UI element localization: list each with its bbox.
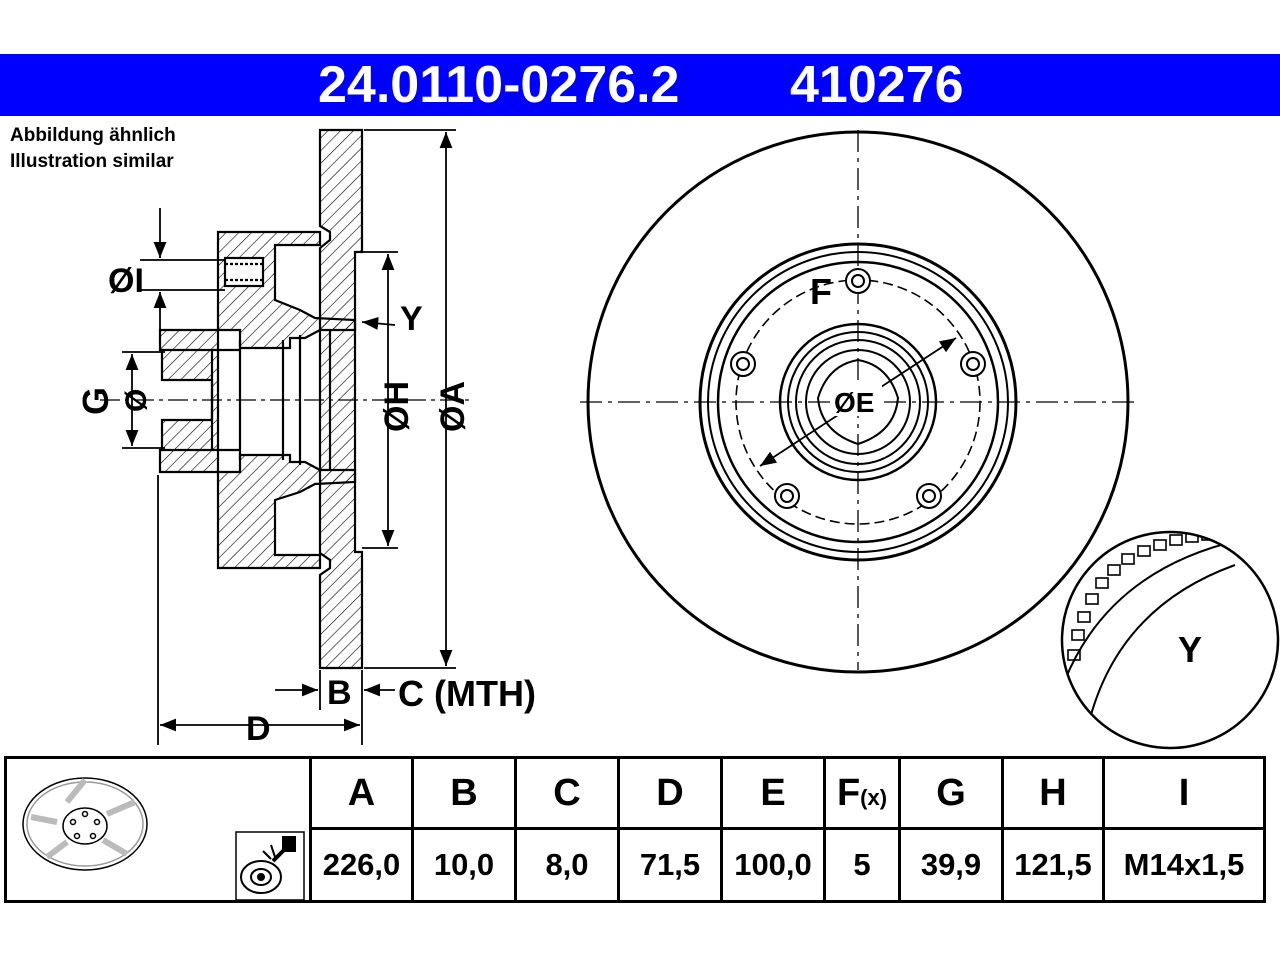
value-h: 121,5 (1001, 827, 1105, 903)
header-g: G (898, 756, 1004, 830)
value-c: 8,0 (514, 827, 620, 903)
thumbnail-cell (4, 756, 312, 903)
label-f: F (810, 271, 832, 312)
header-i: I (1102, 756, 1266, 830)
illustration-note-en: Illustration similar (10, 151, 174, 172)
value-d: 71,5 (617, 827, 723, 903)
label-g-dia: Ø (120, 389, 153, 412)
section-view (100, 128, 470, 670)
value-e: 100,0 (720, 827, 826, 903)
value-b: 10,0 (411, 827, 517, 903)
value-i: M14x1,5 (1102, 827, 1266, 903)
label-dia-e: ØE (834, 387, 874, 418)
disc-flange-section (318, 128, 364, 670)
header-a: A (309, 756, 414, 830)
part-number: 24.0110-0276.2 (318, 56, 680, 114)
label-g: G (75, 387, 116, 415)
illustration-note-de: Abbildung ähnlich (10, 125, 176, 146)
hub-section (158, 230, 357, 570)
value-a: 226,0 (309, 827, 414, 903)
header-f: F(x) (823, 756, 901, 830)
section-dimensions (122, 129, 456, 745)
label-dia-i: ØI (108, 262, 144, 300)
label-dia-h: ØH (378, 381, 416, 432)
front-view (580, 130, 1140, 674)
label-d: D (246, 710, 271, 748)
header-e: E (720, 756, 826, 830)
brake-disc-icon (22, 776, 148, 871)
disc-outer-edge (586, 130, 1130, 674)
label-dia-a: ØA (434, 381, 472, 432)
detail-y-view (1060, 530, 1280, 750)
spray-can-icon (235, 831, 305, 901)
technical-drawing: ØI Y G Ø ØH ØA B C (MTH) D F ØE (75, 128, 1280, 750)
value-f: 5 (823, 827, 901, 903)
header-c: C (514, 756, 620, 830)
label-b: B (327, 674, 352, 712)
header-f-letter: F (836, 771, 861, 814)
value-g: 39,9 (898, 827, 1004, 903)
header-h: H (1001, 756, 1105, 830)
header-b: B (411, 756, 517, 830)
bolt-holes (730, 268, 986, 509)
label-y-section: Y (400, 300, 423, 338)
label-c-mth: C (MTH) (398, 673, 536, 714)
title-bar: 24.0110-0276.2 410276 (0, 54, 1280, 116)
header-f-suffix: (x) (860, 784, 888, 810)
header-d: D (617, 756, 723, 830)
dimension-table: A B C D E F(x) G H I 226,0 10,0 8,0 71,5… (4, 756, 1266, 903)
label-y-detail: Y (1178, 629, 1202, 670)
article-number: 410276 (790, 56, 964, 114)
